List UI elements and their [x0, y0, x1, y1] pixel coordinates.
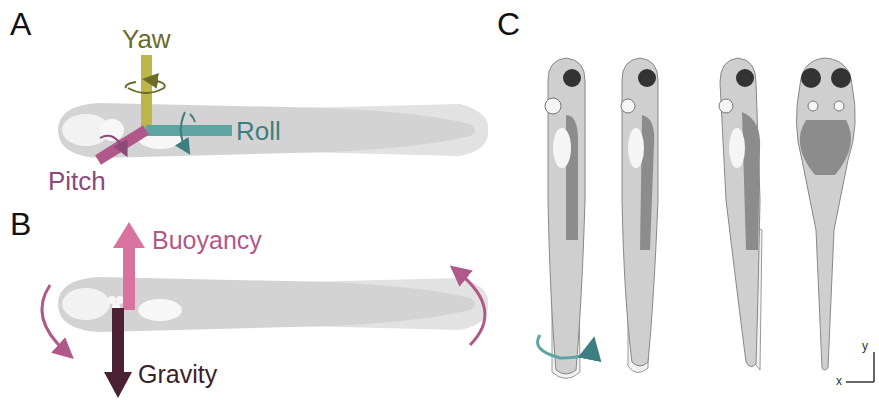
axis-label: Pitch: [48, 168, 106, 194]
fish-top-4: [796, 58, 855, 370]
fish-top-3: [719, 58, 762, 370]
pitch-torque-left: [42, 285, 66, 352]
axis-label: Roll: [236, 118, 281, 144]
roll-rotation: [181, 112, 186, 148]
fish-top-2: [621, 58, 658, 373]
buoyancy-arrow: [113, 222, 145, 310]
axis-letter: x: [836, 375, 842, 387]
panel-letter: C: [497, 8, 520, 40]
panel-letter: B: [10, 208, 31, 240]
pitch-torque-right: [458, 272, 485, 345]
gravity-arrow: [104, 308, 132, 398]
roll-arrow-c: [538, 335, 593, 358]
x-axis: [846, 381, 874, 383]
fish-top-1: [538, 58, 593, 379]
y-axis: [873, 352, 875, 382]
force-label: Buoyancy: [152, 228, 262, 253]
panel-letter: A: [10, 8, 31, 40]
roll-axis: [146, 125, 232, 136]
pitch-axis: [98, 130, 146, 160]
axis-label: Yaw: [122, 26, 171, 52]
force-label: Gravity: [138, 362, 217, 387]
axis-letter: y: [862, 340, 868, 352]
pitch-rotation: [100, 136, 124, 150]
